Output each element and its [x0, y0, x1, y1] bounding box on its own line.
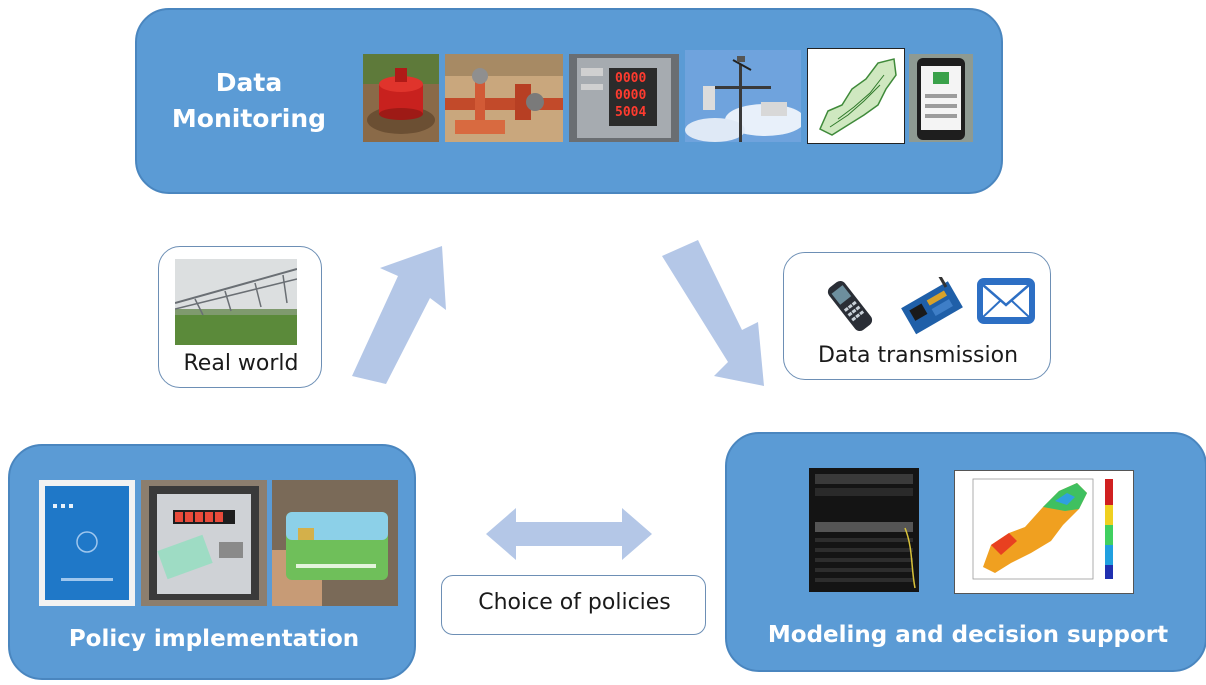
double-arrow-policies — [486, 506, 652, 562]
data-monitoring-panel: Data Monitoring — [135, 8, 1003, 194]
real-world-box: Real world — [158, 246, 322, 388]
server-rack-photo — [809, 468, 919, 592]
electricity-meter-photo — [141, 480, 267, 606]
data-transmission-label: Data transmission — [817, 343, 1019, 368]
valve-pipe-photo — [445, 54, 563, 142]
data-transmission-box: Data transmission — [783, 252, 1051, 380]
choice-of-policies-box: Choice of policies — [441, 575, 706, 635]
meter-readout-3: 5004 — [615, 105, 647, 120]
mail-icon — [976, 277, 1036, 325]
modeling-title: Modeling and decision support — [767, 622, 1169, 648]
meter-panel-photo: 0000 0000 5004 — [569, 54, 679, 142]
model-heatmap-photo — [954, 470, 1134, 594]
modeling-panel: Modeling and decision support — [725, 432, 1206, 672]
mobile-phone-icon — [814, 277, 886, 335]
meter-readout-2: 0000 — [615, 88, 647, 103]
red-sensor-photo — [363, 54, 439, 142]
region-map-photo — [807, 48, 905, 144]
circuit-board-icon — [894, 277, 968, 335]
data-monitoring-title: Data Monitoring — [171, 68, 327, 133]
arrow-to-transmission — [660, 238, 776, 388]
choice-of-policies-label: Choice of policies — [478, 590, 671, 615]
real-world-label: Real world — [183, 351, 299, 376]
weather-station-photo — [685, 50, 801, 142]
policy-implementation-title: Policy implementation — [68, 626, 360, 652]
arrow-to-monitoring — [350, 238, 460, 384]
irrigation-field-photo — [175, 259, 297, 345]
policy-implementation-panel: Policy implementation — [8, 444, 416, 680]
smartphone-app-photo — [909, 54, 973, 142]
water-right-booklet-photo — [39, 480, 135, 606]
meter-readout-1: 0000 — [615, 71, 647, 86]
ic-card-photo — [272, 480, 398, 606]
